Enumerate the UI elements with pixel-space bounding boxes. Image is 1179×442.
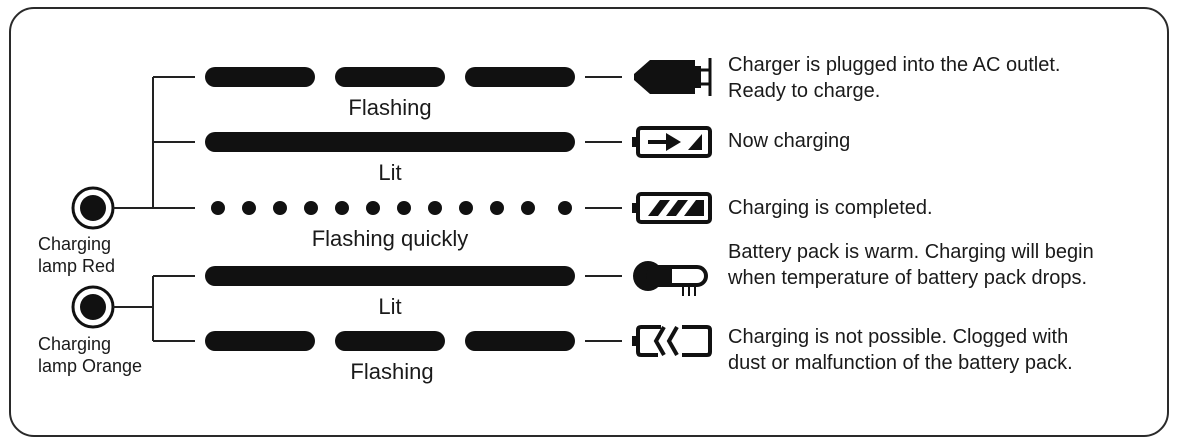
thermometer-icon bbox=[633, 261, 708, 296]
pattern-label: Lit bbox=[378, 160, 401, 185]
battery-broken-icon bbox=[632, 325, 712, 357]
description-line: Ready to charge. bbox=[728, 80, 880, 102]
lamp-label-red: lamp Red bbox=[38, 256, 115, 276]
pattern-flashing-red bbox=[205, 67, 575, 87]
pattern-flashing-quickly bbox=[211, 201, 572, 215]
pattern-flashing-orange bbox=[205, 331, 575, 351]
pattern-label: Lit bbox=[378, 294, 401, 319]
lamp-red bbox=[71, 186, 115, 230]
lamp-label-red: Charging bbox=[38, 234, 111, 254]
pattern-label: Flashing quickly bbox=[312, 226, 469, 251]
description-line: Charging is completed. bbox=[728, 197, 933, 219]
battery-charging-icon bbox=[632, 126, 712, 158]
description-line: when temperature of battery pack drops. bbox=[727, 267, 1087, 289]
lamp-label-orange: lamp Orange bbox=[38, 356, 142, 376]
lamp-orange bbox=[71, 285, 115, 329]
pattern-label: Flashing bbox=[348, 95, 431, 120]
battery-full-icon bbox=[632, 192, 712, 224]
connector-lines bbox=[113, 76, 622, 342]
pattern-lit-orange bbox=[205, 266, 575, 286]
description-line: Charger is plugged into the AC outlet. bbox=[728, 54, 1060, 76]
description-line: Now charging bbox=[728, 130, 850, 152]
pattern-label: Flashing bbox=[350, 359, 433, 384]
lamp-label-orange: Charging bbox=[38, 334, 111, 354]
description-line: dust or malfunction of the battery pack. bbox=[728, 352, 1073, 374]
diagram-frame bbox=[9, 7, 1169, 437]
plug-icon bbox=[634, 58, 712, 96]
pattern-lit-red bbox=[205, 132, 575, 152]
description-line: Battery pack is warm. Charging will begi… bbox=[728, 241, 1094, 263]
description-line: Charging is not possible. Clogged with bbox=[728, 326, 1068, 348]
